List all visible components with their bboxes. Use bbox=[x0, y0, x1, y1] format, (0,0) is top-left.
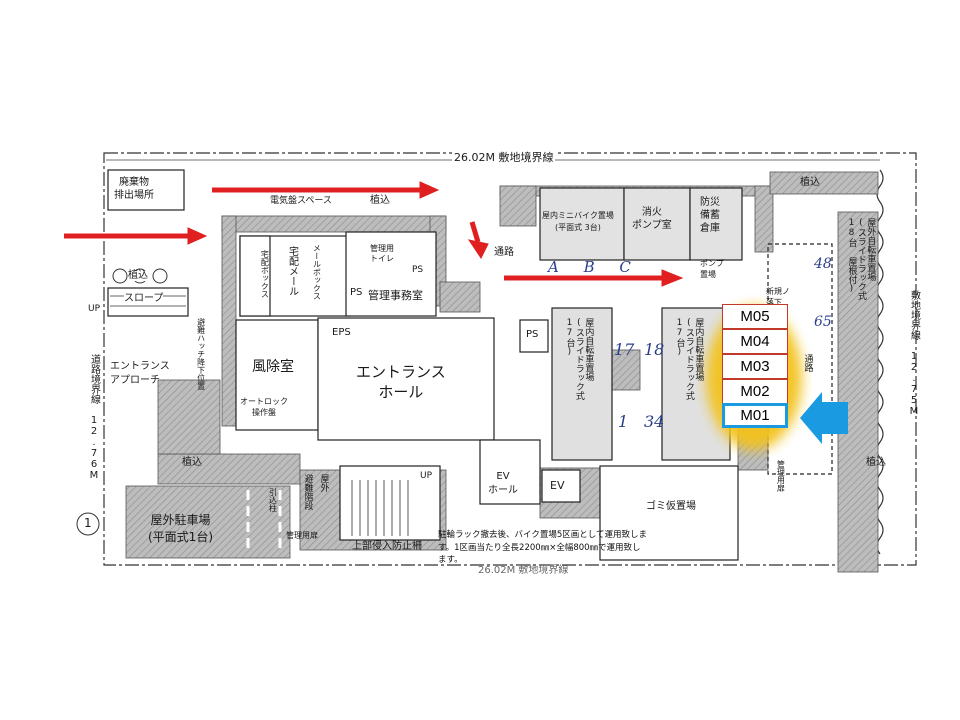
mgmt-door-label: 管理用扉 bbox=[776, 460, 786, 492]
mgmt-door-label-2: 管理用扉 bbox=[286, 531, 318, 540]
bike-mini-label: 屋内ミニバイク置場 (平面式 3台) bbox=[542, 211, 614, 232]
ps-label-1: PS bbox=[412, 265, 424, 275]
bike-rack-b-label: 屋内自転車置場 (スライドラック式 17台) bbox=[674, 318, 704, 400]
fire-pump-label: 消火 ポンプ室 bbox=[632, 207, 672, 231]
slot-m05[interactable]: M05 bbox=[722, 304, 788, 329]
intrusion-label: 上部侵入防止柵 bbox=[352, 541, 422, 552]
outdoor-bike-label: 屋外自転車置場 (スライドラック式 18台 屋根付) bbox=[846, 218, 876, 300]
slot-m03[interactable]: M03 bbox=[722, 354, 788, 379]
site-boundary bbox=[103, 152, 917, 566]
handwritten-48: 48 bbox=[814, 256, 832, 272]
entrance-approach-label: エントランス アプローチ bbox=[110, 361, 170, 386]
slot-m01-selected[interactable]: M01 bbox=[722, 403, 788, 428]
planting-label-left: 植込 bbox=[128, 270, 148, 281]
slot-m02[interactable]: M02 bbox=[722, 379, 788, 404]
blue-arrow bbox=[800, 392, 848, 444]
waste-area-label: 廃棄物 排出場所 bbox=[114, 177, 154, 201]
mail-box-label: メールボックス bbox=[312, 244, 322, 300]
handwritten-34: 34 bbox=[644, 412, 665, 431]
parking-lines bbox=[246, 490, 282, 554]
top-boundary-label: 26.02M 敷地境界線 bbox=[452, 151, 556, 164]
delivery-mail-label: 宅配メール bbox=[286, 246, 298, 296]
handwritten-18: 18 bbox=[644, 340, 665, 359]
eps-label: EPS bbox=[332, 327, 351, 338]
ps-label-2: PS bbox=[350, 287, 363, 298]
planting-label-right: 植込 bbox=[800, 177, 820, 188]
planting-label-top: 植込 bbox=[370, 195, 390, 206]
circle-number-ring bbox=[76, 512, 100, 536]
electrical-label: 電気盤スペース bbox=[270, 196, 332, 206]
evac-stairs-label: 避難階段 bbox=[302, 474, 313, 510]
delivery-box-label: 宅配ボックス bbox=[260, 250, 270, 298]
road-right-label: 通路 bbox=[802, 354, 813, 372]
up-label-stairs: UP bbox=[420, 471, 433, 481]
handwritten-17: 17 bbox=[614, 340, 635, 359]
toilet-label: 管理用 トイレ bbox=[370, 244, 394, 263]
slot-m04[interactable]: M04 bbox=[722, 329, 788, 354]
stairs bbox=[351, 480, 409, 536]
red-arrows bbox=[64, 181, 684, 287]
ev-hall-label: EV ホール bbox=[488, 471, 518, 496]
handwritten-1: 1 bbox=[618, 412, 629, 431]
outdoor-label: 屋外 bbox=[318, 474, 329, 492]
room-outlines bbox=[107, 169, 833, 561]
evac-hatch-label: 避難ハッチ降下位置 bbox=[196, 318, 206, 390]
road-label: 通路 bbox=[494, 247, 514, 258]
ev-label: EV bbox=[550, 479, 565, 492]
bike-rack-a-label: 屋内自転車置場 (スライドラック式 17台) bbox=[564, 318, 594, 400]
ps-label-3: PS bbox=[526, 329, 539, 340]
parking-label: 屋外駐車場 (平面式1台) bbox=[148, 513, 213, 544]
right-boundary-label: 敷地境界線 12.75M bbox=[908, 290, 920, 417]
handwritten-abc: A B C bbox=[548, 258, 641, 276]
handwritten-65: 65 bbox=[814, 314, 832, 330]
mgmt-office-label: 管理事務室 bbox=[368, 289, 423, 302]
windbreak-label: 風除室 bbox=[252, 359, 294, 375]
planting-label-br: 植込 bbox=[866, 457, 886, 468]
operation-note: 駐輪ラック撤去後、バイク置場5区画として運用致します。1区画当たり全長2200㎜… bbox=[438, 530, 647, 565]
pump-area-label: ポンプ 置場 bbox=[700, 259, 724, 279]
garbage-label: ゴミ仮置場 bbox=[646, 501, 696, 512]
drain-label: 新規ノ 落下 bbox=[766, 287, 790, 307]
bottom-boundary-label: 26.02M 敷地境界線 bbox=[478, 565, 569, 576]
up-label-left: UP bbox=[88, 304, 101, 314]
disaster-storage-label: 防災 備蓄 倉庫 bbox=[700, 197, 720, 234]
left-boundary-label: 道路境界線 12.76M bbox=[88, 354, 100, 481]
planting-label-bottom: 植込 bbox=[182, 457, 202, 468]
pull-post-label: 引込柱 bbox=[268, 488, 278, 512]
right-boundary-wave bbox=[876, 169, 884, 555]
autolock-label: オートロック 操作盤 bbox=[240, 397, 288, 417]
entrance-hall-label: エントランス ホール bbox=[356, 363, 446, 401]
slope-label: スロープ bbox=[124, 293, 164, 304]
circle-number: 1 bbox=[84, 516, 92, 530]
